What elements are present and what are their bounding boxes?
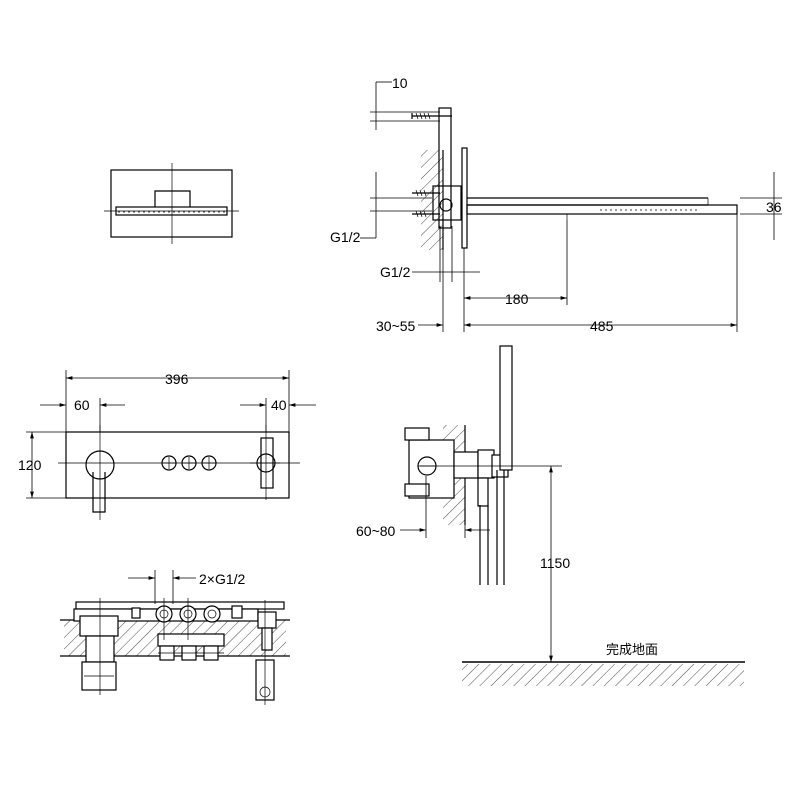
shower-head-front-view — [104, 163, 239, 244]
dim-180: 180 — [505, 291, 529, 307]
dim-60: 60 — [74, 397, 90, 413]
floor-label: 完成地面 — [606, 643, 658, 658]
dim-2xg12: 2×G1/2 — [199, 571, 246, 587]
dim-10: 10 — [392, 75, 408, 91]
mixer-body-section-view: 2×G1/2 — [60, 570, 290, 705]
dim-485: 485 — [590, 318, 614, 334]
hand-shower-side-view: 60~80 1150 完成地面 — [356, 345, 745, 686]
dim-36: 36 — [766, 199, 782, 215]
dim-30-55: 30~55 — [376, 318, 416, 334]
dim-g12-bottom: G1/2 — [380, 264, 411, 280]
dim-1150: 1150 — [540, 555, 570, 571]
dim-60-80: 60~80 — [356, 523, 396, 539]
dim-120: 120 — [18, 457, 42, 473]
dim-g12-top: G1/2 — [330, 229, 361, 245]
shower-arm-side-view: 10 G1/2 36 G1/2 180 30~55 485 — [330, 75, 782, 334]
dim-396: 396 — [165, 371, 189, 387]
dim-40: 40 — [271, 397, 287, 413]
control-panel-front-view: 396 60 40 120 — [18, 370, 316, 520]
